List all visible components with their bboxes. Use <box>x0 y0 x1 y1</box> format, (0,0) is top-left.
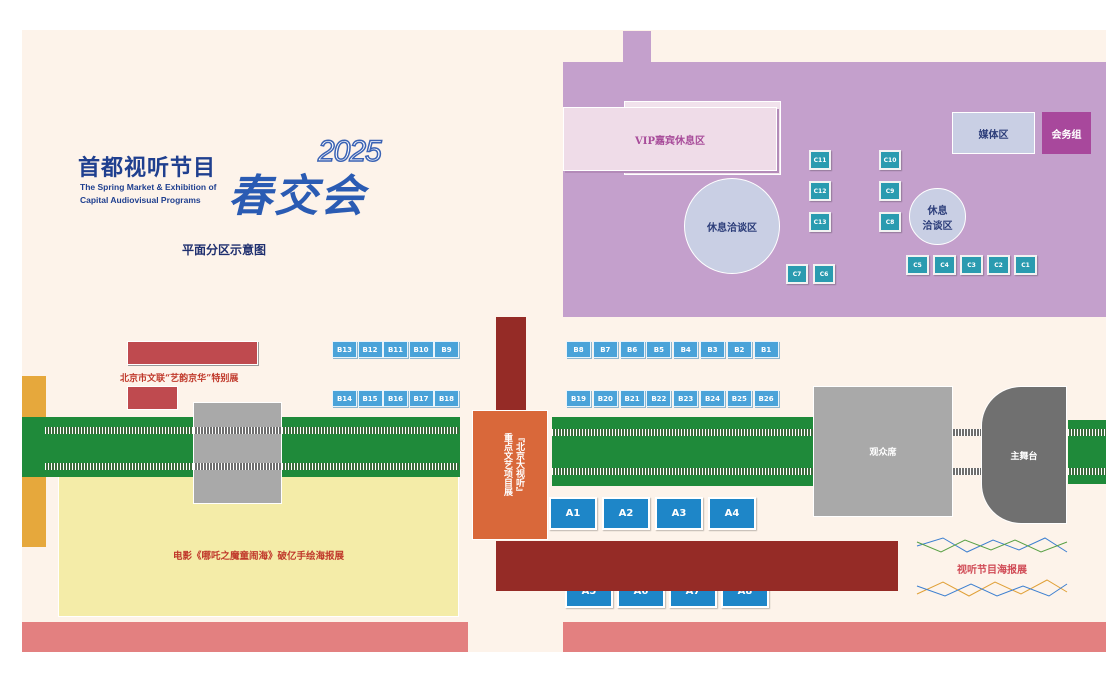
booth-b13[interactable]: B13 <box>332 341 357 358</box>
booth-a4[interactable]: A4 <box>708 497 756 530</box>
booth-a1[interactable]: A1 <box>549 497 597 530</box>
walkway-rail <box>1068 468 1106 475</box>
booth-b21[interactable]: B21 <box>619 390 645 407</box>
bottom-pink-bar-left <box>22 622 468 652</box>
booth-c11[interactable]: C11 <box>809 150 831 170</box>
key-projects-sub: 『北京大视听』 <box>514 433 524 496</box>
booth-b4[interactable]: B4 <box>673 341 699 358</box>
zigzag-line-orange <box>916 579 1068 597</box>
walkway-rail <box>194 427 281 434</box>
walkway-rail <box>952 468 982 475</box>
booth-c8[interactable]: C8 <box>879 212 901 232</box>
booth-c9[interactable]: C9 <box>879 181 901 201</box>
booth-b7[interactable]: B7 <box>592 341 618 358</box>
main-stage: 主舞台 <box>981 386 1067 524</box>
bottom-pink-bar-right <box>563 622 1106 652</box>
media-zone: 媒体区 <box>952 112 1035 154</box>
walkway-rail <box>194 463 281 470</box>
booth-c4[interactable]: C4 <box>933 255 956 275</box>
booth-c12[interactable]: C12 <box>809 181 831 201</box>
booth-b9[interactable]: B9 <box>434 341 459 358</box>
booth-b18[interactable]: B18 <box>434 390 459 407</box>
booth-b19[interactable]: B19 <box>566 390 591 407</box>
logo-subtitle-en-1: The Spring Market & Exhibition of <box>80 182 217 192</box>
booth-b8[interactable]: B8 <box>566 341 591 358</box>
walkway-rail <box>952 429 982 436</box>
key-projects-zone: 重点文艺项目展 『北京大视听』 <box>472 410 548 540</box>
zigzag-line-blue <box>916 537 1068 553</box>
booth-b14[interactable]: B14 <box>332 390 357 407</box>
booth-b20[interactable]: B20 <box>592 390 618 407</box>
booth-c7[interactable]: C7 <box>786 264 808 284</box>
vip-lounge: VIP嘉宾休息区 <box>563 107 777 171</box>
logo-brand-cn: 春交会 <box>228 171 366 222</box>
booth-c5[interactable]: C5 <box>906 255 929 275</box>
booth-b3[interactable]: B3 <box>700 341 725 358</box>
zigzag-line-green <box>916 539 1068 553</box>
dark-red-bar <box>496 541 898 591</box>
main-stage-label: 主舞台 <box>1010 451 1038 462</box>
booth-c13[interactable]: C13 <box>809 212 831 232</box>
zigzag-line-blue-2 <box>916 583 1068 597</box>
lounge-small-label-1: 休息 <box>927 205 948 217</box>
walkway-rail <box>1068 429 1106 436</box>
lounge-small-label-2: 洽谈区 <box>922 220 953 232</box>
vip-lounge-label: VIP嘉宾休息区 <box>635 135 705 147</box>
gray-block <box>193 402 282 504</box>
booth-b15[interactable]: B15 <box>357 390 383 407</box>
booth-b6[interactable]: B6 <box>619 341 645 358</box>
booth-b22[interactable]: B22 <box>646 390 672 407</box>
lounge-large: 休息洽谈区 <box>684 178 780 274</box>
beijing-arts-block-top <box>127 341 258 365</box>
beijing-arts-block-bottom <box>127 386 178 410</box>
booth-b5[interactable]: B5 <box>646 341 672 358</box>
lounge-large-label: 休息洽谈区 <box>707 222 757 234</box>
booth-b24[interactable]: B24 <box>700 390 725 407</box>
walkway-rail <box>552 429 814 436</box>
green-walkway-right <box>552 417 814 486</box>
map-title: 平面分区示意图 <box>182 243 267 257</box>
booth-c2[interactable]: C2 <box>987 255 1010 275</box>
audience-label: 观众席 <box>869 448 897 458</box>
booth-b23[interactable]: B23 <box>673 390 699 407</box>
media-zone-label: 媒体区 <box>978 129 1009 141</box>
nezha-poster-label: 电影《哪吒之魔童闹海》破亿手绘海报展 <box>172 551 344 562</box>
dark-red-pillar <box>496 317 526 415</box>
audience-seats: 观众席 <box>813 386 953 517</box>
booth-b25[interactable]: B25 <box>726 390 752 407</box>
booth-c3[interactable]: C3 <box>960 255 983 275</box>
booth-a2[interactable]: A2 <box>602 497 650 530</box>
booth-b16[interactable]: B16 <box>383 390 408 407</box>
lounge-small: 休息 洽谈区 <box>909 188 966 245</box>
booth-b12[interactable]: B12 <box>357 341 383 358</box>
booth-c6[interactable]: C6 <box>813 264 835 284</box>
logo-subtitle-en-2: Capital Audiovisual Programs <box>80 195 201 205</box>
logo-title-cn: 首都视听节目 <box>78 156 217 181</box>
booth-b1[interactable]: B1 <box>753 341 779 358</box>
booth-b26[interactable]: B26 <box>753 390 779 407</box>
booth-b11[interactable]: B11 <box>383 341 408 358</box>
conference-zone: 会务组 <box>1042 112 1091 154</box>
booth-b2[interactable]: B2 <box>726 341 752 358</box>
purple-hall-area <box>623 31 651 67</box>
booth-b10[interactable]: B10 <box>408 341 434 358</box>
program-poster-zigzag <box>916 537 1068 597</box>
logo-year: 2025 <box>317 134 382 169</box>
booth-c10[interactable]: C10 <box>879 150 901 170</box>
booth-a3[interactable]: A3 <box>655 497 703 530</box>
beijing-arts-label: 北京市文联“艺韵京华”特别展 <box>120 374 239 384</box>
key-projects-label: 重点文艺项目展 <box>502 433 512 496</box>
booth-b17[interactable]: B17 <box>408 390 434 407</box>
conference-zone-label: 会务组 <box>1051 129 1082 141</box>
walkway-rail <box>552 468 814 475</box>
logo-block: 首都视听节目 The Spring Market & Exhibition of… <box>78 134 398 222</box>
booth-c1[interactable]: C1 <box>1014 255 1037 275</box>
program-poster-label: 视听节目海报展 <box>957 565 1027 576</box>
